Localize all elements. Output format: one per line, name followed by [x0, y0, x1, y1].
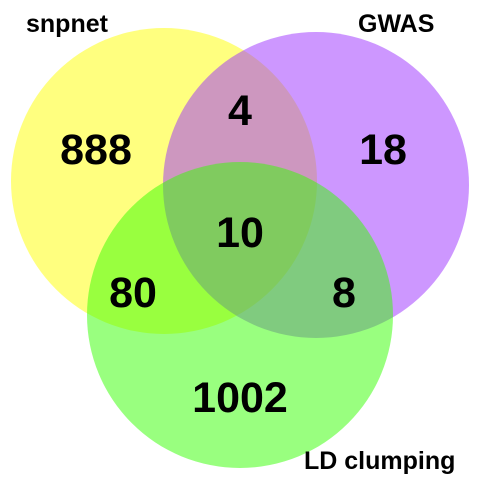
snpnet-gwas-count: 4 — [228, 87, 252, 135]
gwas-set-label: GWAS — [358, 10, 434, 38]
ld-clumping-set-label: LD clumping — [304, 447, 455, 475]
all-three-count: 10 — [216, 209, 264, 257]
gwas-ld-count: 8 — [332, 269, 356, 317]
snpnet-ld-count: 80 — [109, 269, 157, 317]
snpnet-set-label: snpnet — [26, 10, 109, 38]
snpnet-only-count: 888 — [60, 126, 132, 174]
gwas-only-count: 18 — [359, 126, 407, 174]
ld-only-count: 1002 — [192, 374, 288, 422]
ld-clumping-circle — [87, 162, 393, 468]
